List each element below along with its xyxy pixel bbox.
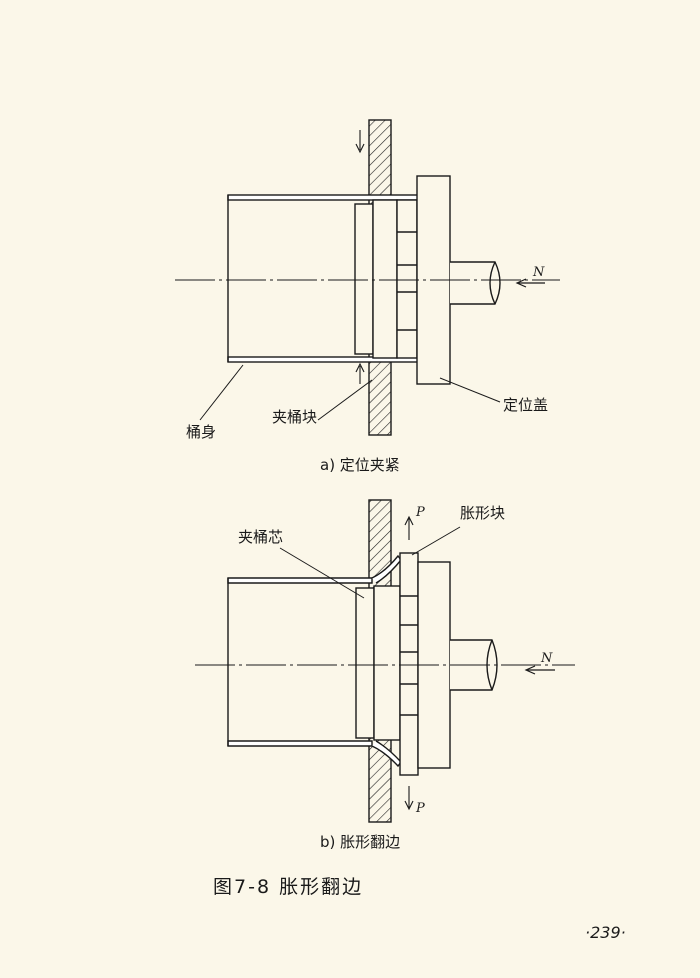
expansion-block-b [399,552,419,776]
force-p-top-label: P [416,505,425,520]
clamp-block-a [354,203,374,355]
label-positioning-cover: 定位盖 [503,396,549,414]
diagram-b [195,499,575,823]
tube-wall-top-b [227,577,373,584]
leader-clamp-core-b [279,547,365,599]
figure-caption: 图7-8 胀形翻边 [213,876,364,898]
tube-wall-top-a [227,194,419,201]
force-p-bottom-label: P [416,801,425,816]
leader-positioning-cover-a [439,377,501,403]
page-number: ·239· [585,923,626,942]
leader-tube-body-a [199,364,244,421]
caption-a: a) 定位夹紧 [320,456,400,474]
caption-b: b) 胀形翻边 [320,833,401,851]
label-expansion-block: 胀形块 [460,504,506,522]
leader-clamp-block-a [317,379,373,421]
segment-ring-a [396,199,418,359]
label-clamp-core: 夹桶芯 [238,528,284,546]
clamp-core-b [355,587,375,739]
force-n-label-b: N [541,651,553,666]
label-clamp-block: 夹桶块 [272,408,318,426]
diagram-a [175,119,560,436]
force-n-label-a: N [533,265,545,280]
label-tube-body: 桶身 [186,423,217,441]
leader-expansion-block-b [411,526,461,556]
tube-wall-bottom-b [227,740,373,747]
